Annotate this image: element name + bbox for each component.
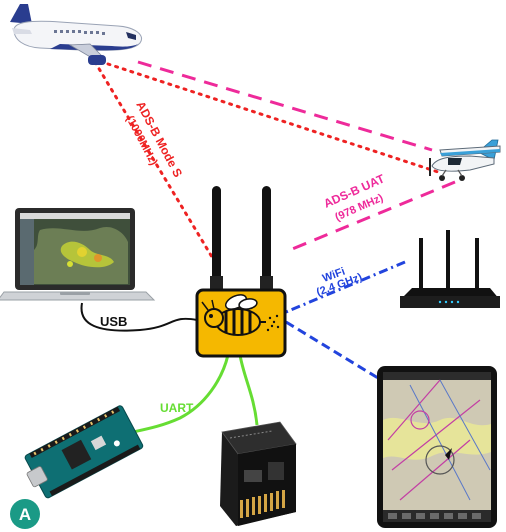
mode-s-link-line bbox=[93, 60, 217, 264]
adsb-receiver-hub-icon bbox=[195, 186, 287, 358]
uart-label: UART bbox=[160, 401, 194, 415]
usb-cable-line bbox=[80, 302, 198, 332]
usb-label: USB bbox=[100, 314, 127, 329]
wifi-link-line bbox=[285, 260, 406, 314]
antenna-left bbox=[212, 186, 221, 294]
airliner-icon bbox=[10, 4, 142, 65]
arduino-board-icon bbox=[24, 405, 144, 499]
plane-to-plane-dotted-line bbox=[106, 62, 440, 174]
tablet-icon bbox=[377, 366, 497, 528]
shield-board-icon bbox=[220, 421, 297, 526]
laptop-icon bbox=[0, 208, 156, 301]
small-plane-icon bbox=[429, 139, 501, 181]
tablet-link-line bbox=[285, 320, 379, 380]
uat-link-line bbox=[284, 180, 456, 254]
router-icon bbox=[400, 230, 500, 308]
bee-icon bbox=[201, 294, 280, 336]
uart-left-line bbox=[119, 354, 230, 437]
antenna-right bbox=[262, 186, 271, 294]
connections bbox=[80, 60, 456, 437]
uart-right-line bbox=[238, 354, 259, 426]
corner-badge: A bbox=[10, 499, 40, 529]
badge-letter: A bbox=[19, 505, 31, 524]
plane-to-plane-dashed-line bbox=[137, 60, 433, 152]
